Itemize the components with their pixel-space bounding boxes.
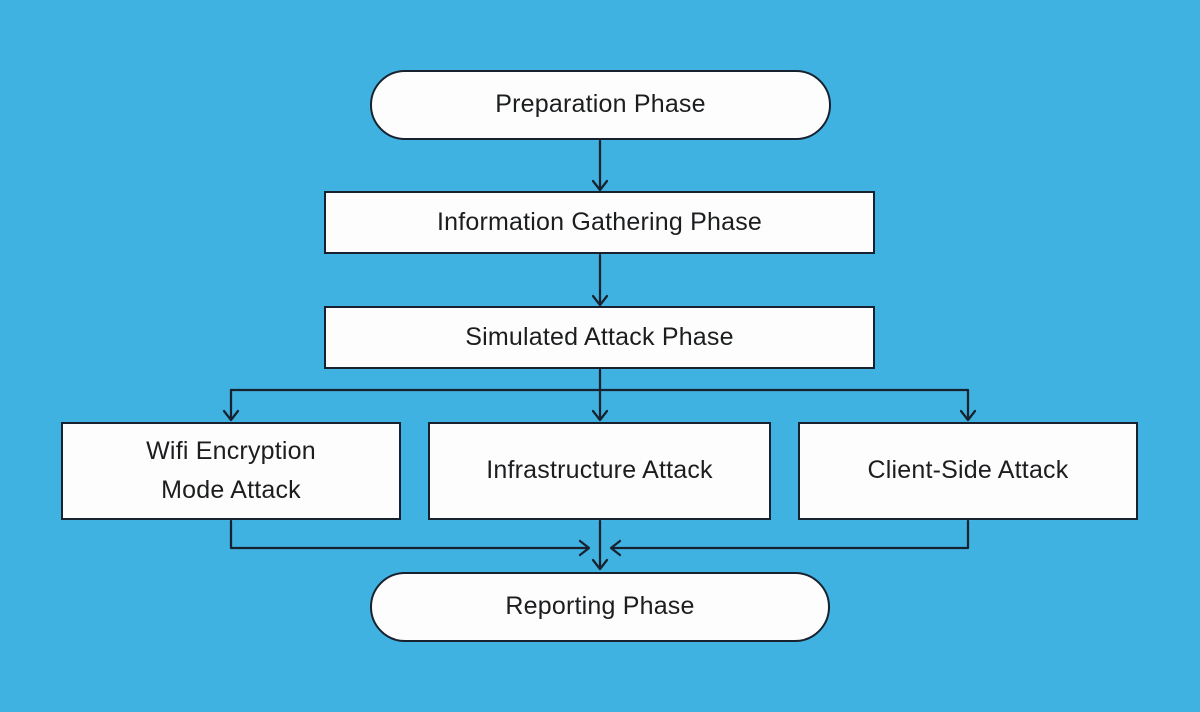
node-reporting-phase: Reporting Phase: [370, 572, 830, 642]
arrowhead-down-icon: [591, 558, 609, 571]
edge-wifi-to-reporting: [229, 519, 590, 550]
edge-client-to-reporting: [610, 519, 970, 550]
node-label-line-2: Mode Attack: [161, 476, 301, 504]
node-label: Simulated Attack Phase: [465, 322, 734, 351]
arrowhead-down-icon: [591, 179, 609, 192]
node-simulated-attack-phase: Simulated Attack Phase: [324, 306, 875, 369]
node-label: Preparation Phase: [495, 90, 706, 119]
node-label: Reporting Phase: [505, 592, 695, 621]
node-information-gathering-phase: Information Gathering Phase: [324, 191, 875, 254]
node-label-line-1: Wifi Encryption: [146, 436, 316, 465]
arrowhead-left-icon: [609, 539, 622, 557]
node-infrastructure-attack: Infrastructure Attack: [428, 422, 771, 520]
arrowhead-down-icon: [591, 294, 609, 307]
node-label: Infrastructure Attack: [486, 456, 713, 485]
node-client-side-attack: Client-Side Attack: [798, 422, 1138, 520]
arrowhead-down-icon: [959, 409, 977, 422]
node-preparation-phase: Preparation Phase: [370, 70, 831, 140]
node-label: Information Gathering Phase: [436, 207, 763, 236]
node-wifi-encryption-mode-attack: Wifi Encryption Mode Attack: [61, 422, 401, 520]
arrowhead-down-icon: [591, 409, 609, 422]
node-label: Client-Side Attack: [867, 456, 1069, 485]
arrowhead-down-icon: [222, 409, 240, 422]
arrowhead-right-icon: [578, 539, 591, 557]
